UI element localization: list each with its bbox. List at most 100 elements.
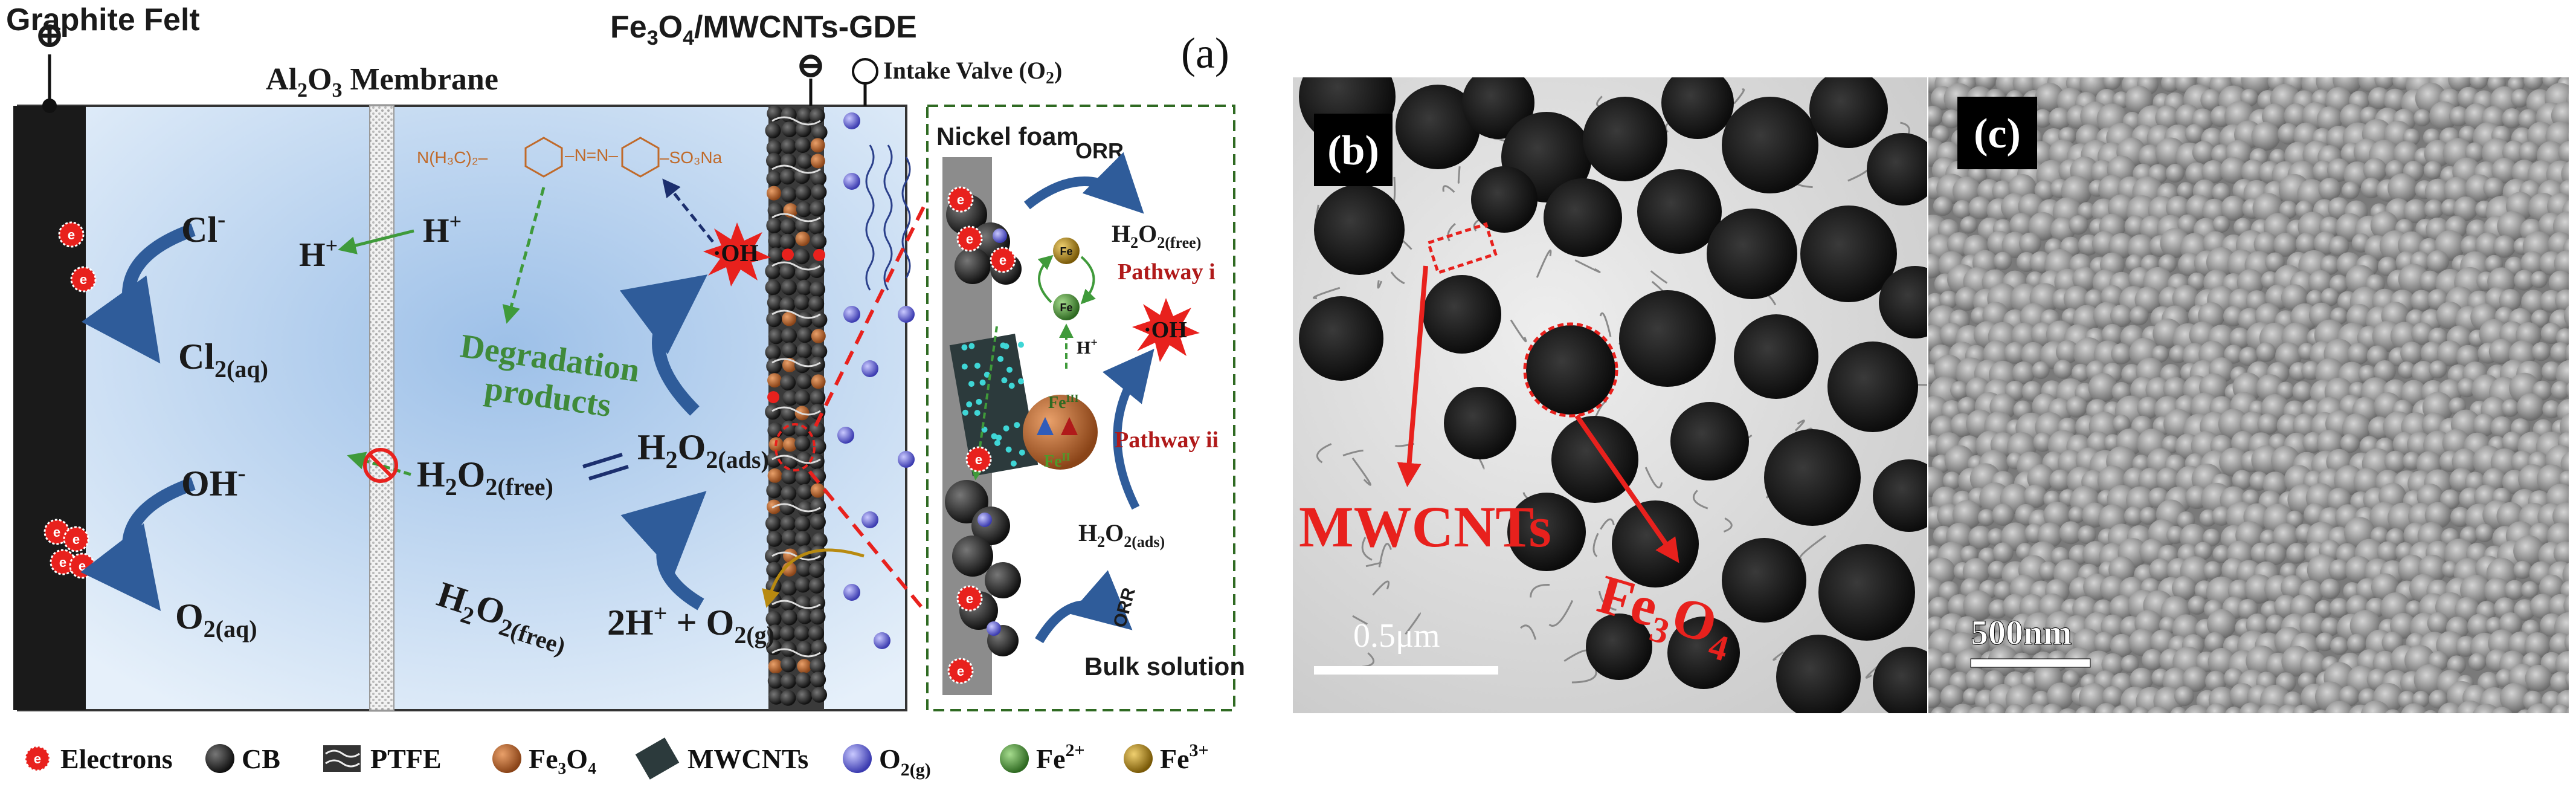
sem-particle — [1953, 199, 1972, 219]
sem-particle — [2363, 158, 2388, 183]
sem-scale-bar — [1970, 658, 2091, 668]
tem-scale-bar-label: 0.5μm — [1353, 617, 1440, 655]
sem-particle — [2315, 632, 2334, 652]
sem-particle — [2120, 655, 2139, 673]
zoom-line-top — [814, 204, 926, 427]
carbon-black-particle — [780, 218, 796, 235]
sem-particle — [2201, 160, 2225, 184]
mwcnt-fiber — [1798, 535, 1826, 560]
sem-particle — [2328, 236, 2349, 257]
carbon-black-particle — [781, 279, 797, 296]
carbon-black-particle — [782, 453, 799, 469]
sem-particle — [2130, 667, 2154, 691]
legend-item-fe2: Fe2+ — [1000, 740, 1085, 774]
sem-particle — [2517, 393, 2545, 421]
sem-particle — [2328, 197, 2350, 219]
mwcnt-dot — [997, 355, 1004, 362]
carbon-black-particle — [797, 484, 813, 500]
o2-bubble-icon — [843, 173, 860, 190]
sem-particle — [2420, 341, 2444, 365]
mwcnt-dot — [976, 398, 982, 405]
o2-supply-arrow — [762, 548, 865, 608]
sem-particle — [2504, 580, 2525, 600]
sem-particle — [2212, 215, 2230, 233]
sem-particle — [2390, 612, 2416, 639]
svg-text:–SO₃Na: –SO₃Na — [660, 148, 723, 167]
ptfe-binder — [771, 503, 821, 513]
sem-particle — [2499, 289, 2522, 312]
sem-particle — [2567, 132, 2569, 142]
pathway-ii-arrow — [1102, 348, 1154, 510]
ptfe-binder — [771, 309, 821, 319]
o2-bubble-icon — [874, 632, 890, 649]
fe3o4-particle — [1023, 395, 1098, 470]
sem-particle — [2400, 341, 2423, 364]
mwcnt-dot — [1005, 446, 1012, 453]
sem-particle — [2063, 285, 2090, 312]
sem-particle — [1933, 196, 1953, 216]
cl-oxidation-arrow — [81, 223, 196, 364]
carbon-black-particle — [809, 201, 825, 217]
sem-particle — [2021, 341, 2046, 367]
sem-particle — [2465, 142, 2485, 163]
sem-particle — [2514, 270, 2535, 291]
sem-particle — [2151, 345, 2169, 363]
carbon-black-particle — [780, 690, 796, 706]
electron-icon — [947, 186, 974, 213]
carbon-black-particle — [781, 609, 797, 626]
sem-particle — [2156, 467, 2180, 492]
sem-particle — [2383, 88, 2407, 112]
tem-scale-bar — [1314, 666, 1498, 675]
ptfe-binder — [771, 358, 821, 367]
sem-particle — [2377, 541, 2399, 563]
carbon-black-particle — [766, 218, 782, 234]
electron-icon — [956, 225, 983, 252]
sem-particle — [2188, 595, 2207, 615]
fe3o4-nanoparticle — [1873, 647, 1927, 713]
h-plus-right: H+ — [423, 209, 462, 250]
sem-particle — [2093, 632, 2115, 653]
fe3o4-nanoparticle — [1809, 77, 1888, 148]
orr-top-label: ORR — [1075, 138, 1124, 163]
o2-bubbles — [837, 112, 915, 649]
fe3o4-nanoparticle — [1551, 416, 1638, 503]
mwcnt-fiber — [1733, 88, 1745, 105]
carbon-black-particle — [779, 625, 796, 641]
sem-particle — [2265, 614, 2285, 633]
electron-icon — [58, 221, 85, 248]
fe3o4-particle — [767, 373, 782, 388]
sem-particle — [2484, 577, 2511, 604]
sem-particle — [1960, 216, 1978, 234]
carbon-black-particle — [766, 311, 782, 328]
sem-particle — [1931, 707, 1948, 713]
sem-particle — [2056, 340, 2079, 364]
carbon-black-particle — [779, 499, 796, 516]
fe3o4-nanoparticle — [1722, 538, 1806, 623]
mwcnt-fiber — [1342, 449, 1364, 457]
mwcnt-dot — [1003, 425, 1009, 432]
sem-particle — [2009, 213, 2033, 238]
sem-particle — [2405, 600, 2423, 618]
fe3o4-nanoparticle — [1507, 493, 1586, 571]
sem-particle — [2328, 559, 2350, 581]
legend-label: O2(g) — [879, 743, 931, 780]
sem-particle — [2457, 378, 2477, 398]
fe3o4-particle — [811, 328, 826, 343]
mwcnt-fiber — [1536, 249, 1552, 278]
sem-particle — [2346, 633, 2367, 653]
carbon-black-particle — [766, 170, 782, 187]
carbon-black-particle — [765, 263, 781, 279]
carbon-black-particle — [794, 516, 811, 532]
electron-icon — [63, 526, 89, 552]
sem-particle — [2278, 123, 2299, 145]
carbon-black-particle — [766, 531, 782, 547]
gde-label: Fe3O4/MWCNTs-GDE — [610, 10, 917, 50]
carbon-black-particle — [796, 688, 813, 705]
mwcnt-dot — [968, 343, 975, 349]
legend-label: Fe₃O₄ — [529, 743, 596, 774]
mwcnt-fiber — [1574, 259, 1601, 273]
al2o3-membrane — [369, 105, 394, 711]
sem-particle — [2284, 103, 2309, 128]
inset-particles — [945, 186, 1038, 684]
sem-particle — [2203, 561, 2222, 580]
